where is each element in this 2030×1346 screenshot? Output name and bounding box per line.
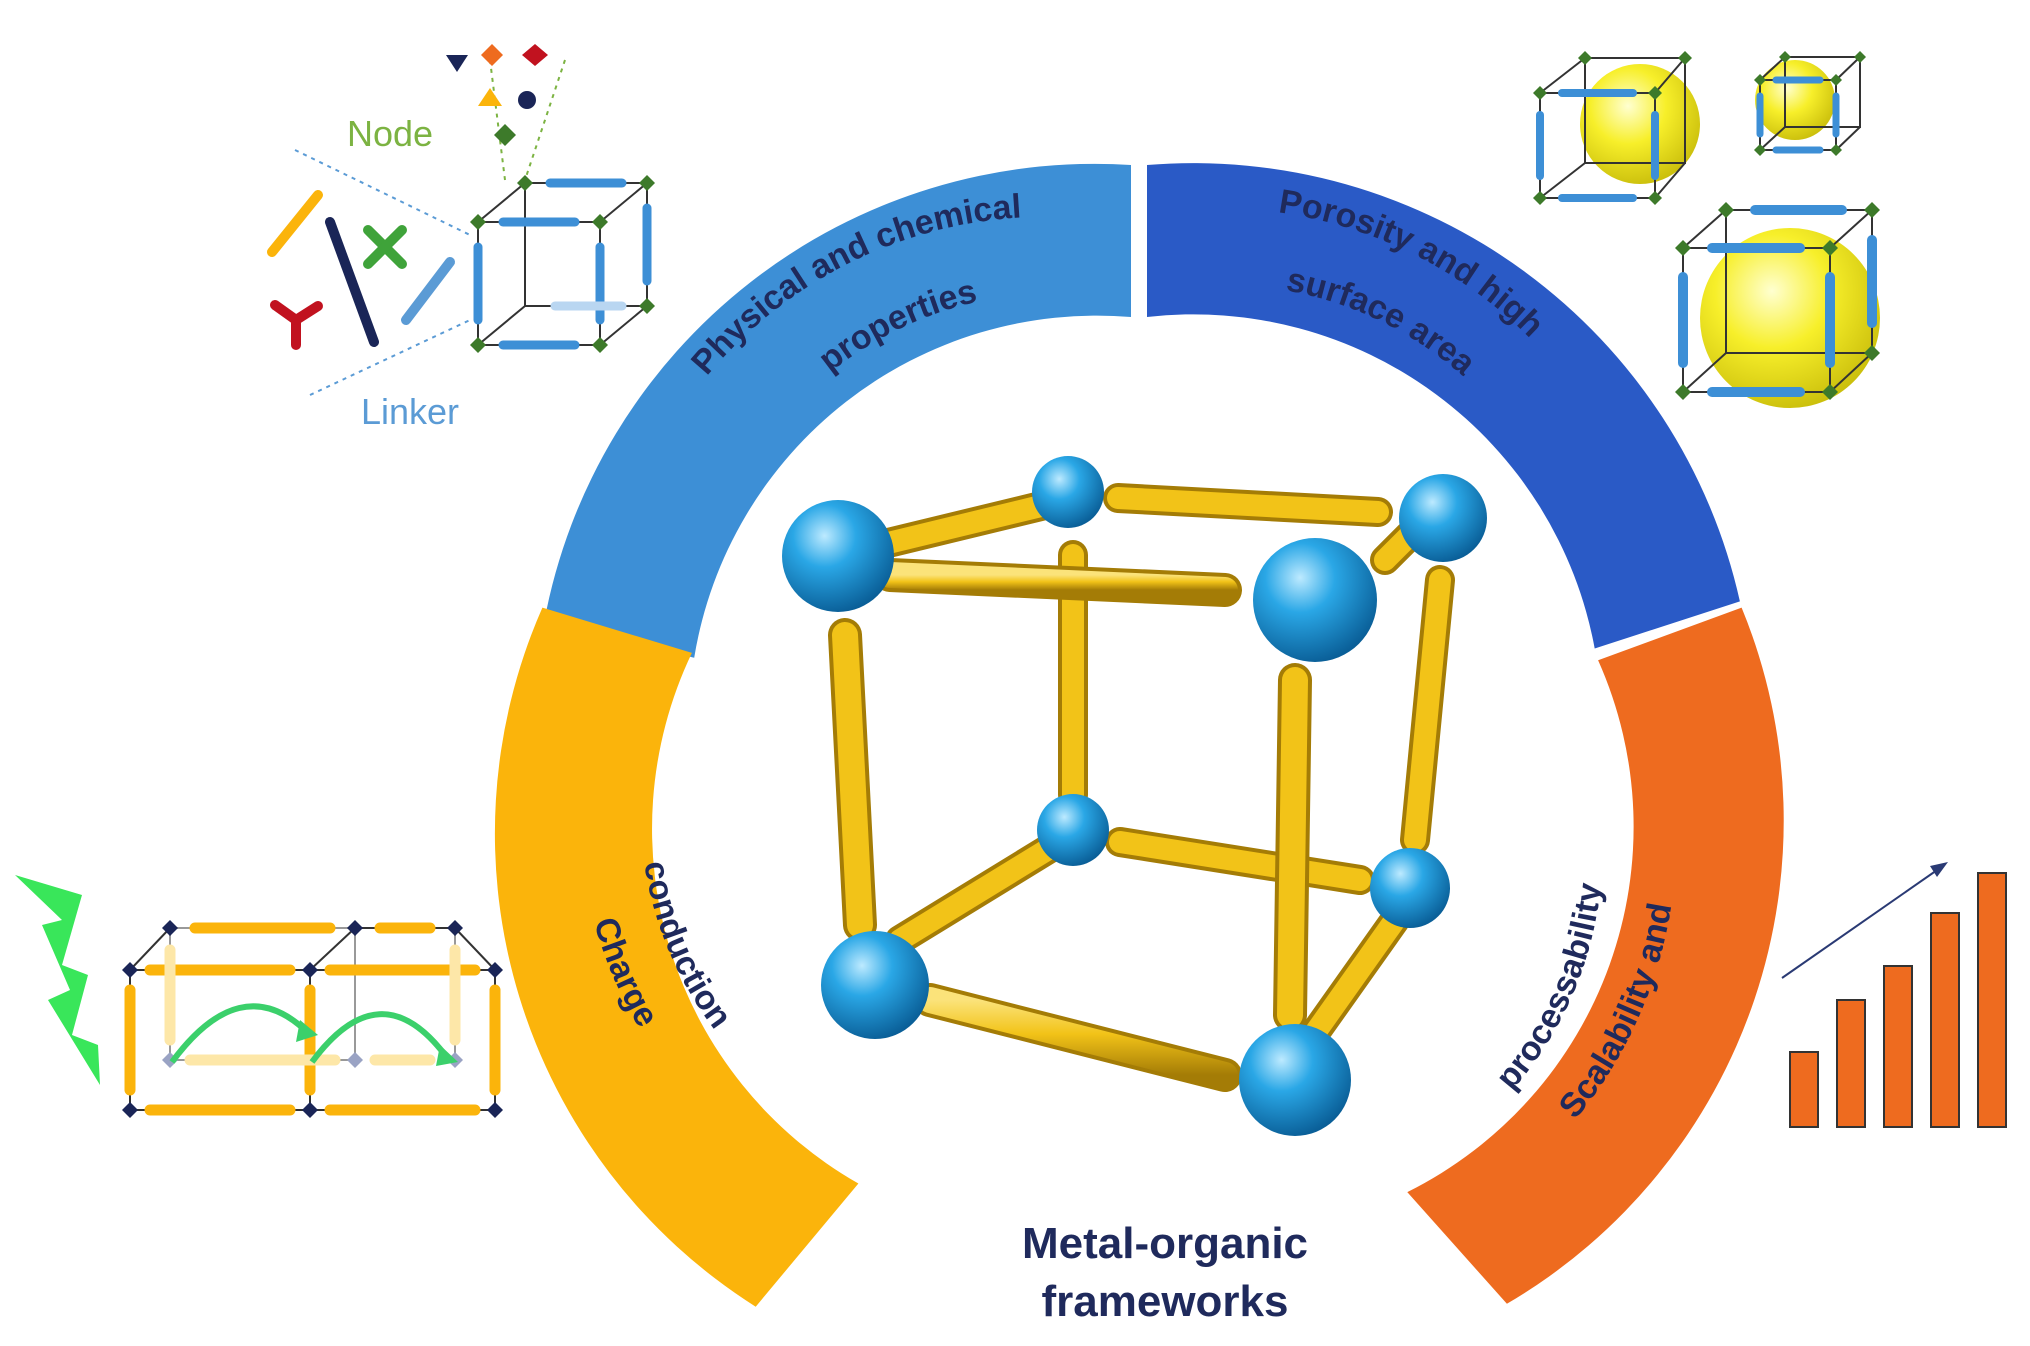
lightning-bolt-icon <box>15 875 100 1085</box>
segment-porosity <box>1147 163 1740 649</box>
segment-charge-conduction <box>494 607 859 1307</box>
segment-physical-properties <box>544 163 1131 658</box>
pore-cage-large <box>1675 202 1880 408</box>
node-linker-icon: Node Linker <box>267 44 655 432</box>
center-title-line1: Metal-organic <box>1021 1219 1309 1268</box>
pore-cage-small-2 <box>1754 51 1866 156</box>
center-title: Metal-organic frameworks <box>865 1215 1465 1331</box>
cubic-framework-icon <box>782 456 1487 1136</box>
node-label: Node <box>347 113 433 154</box>
bar-chart-growth-icon <box>1781 862 2007 1128</box>
charge-conduction-icon <box>15 875 503 1118</box>
segment-scalability <box>1407 607 1784 1304</box>
pore-cages-icon <box>1533 51 1880 408</box>
pore-cage-small-1 <box>1533 51 1700 205</box>
ring <box>494 163 1784 1307</box>
linker-label: Linker <box>361 391 459 432</box>
center-title-line2: frameworks <box>1041 1277 1289 1326</box>
